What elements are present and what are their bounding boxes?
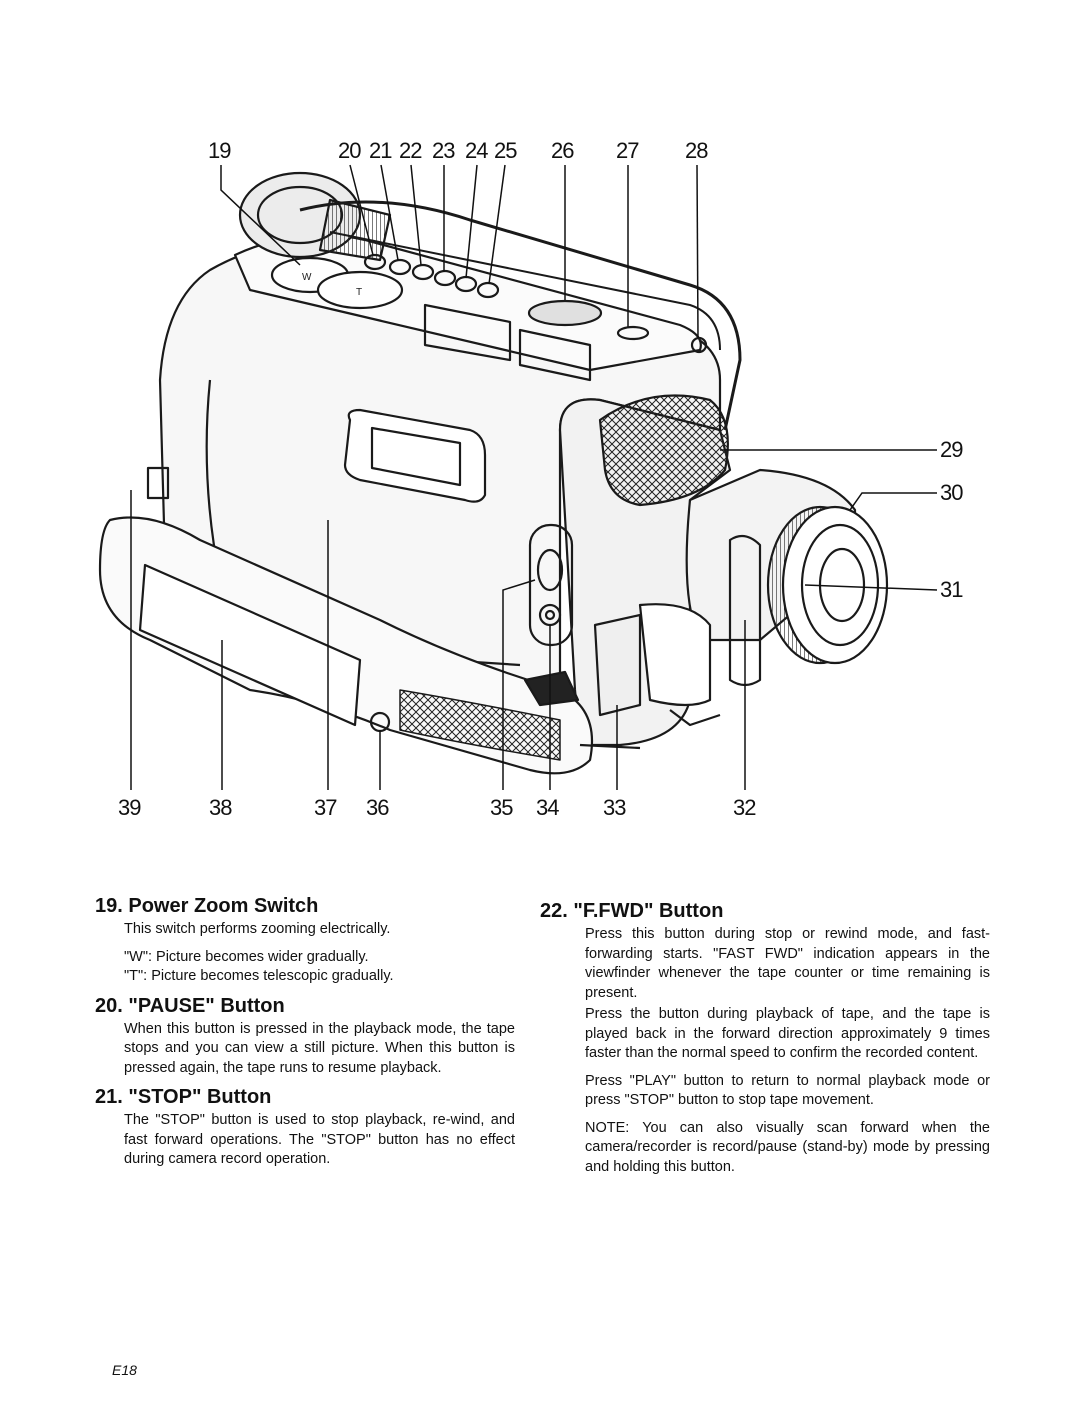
section-power-zoom-switch: 19. Power Zoom Switch This switch perfor… bbox=[95, 895, 515, 987]
section-title: "PAUSE" Button bbox=[128, 994, 285, 1017]
section-paragraph: This switch performs zooming electricall… bbox=[124, 921, 391, 937]
zoom-w-label: W bbox=[302, 272, 312, 283]
right-column: 22. "F.FWD" Button Press this button dur… bbox=[540, 900, 990, 1185]
callout-29: 29 bbox=[940, 437, 964, 462]
section-number: 19. bbox=[95, 895, 123, 917]
callout-25: 25 bbox=[494, 138, 518, 163]
section-paragraph: Press the button during playback of tape… bbox=[585, 1006, 990, 1061]
callout-39: 39 bbox=[118, 795, 142, 820]
callout-36: 36 bbox=[366, 795, 390, 820]
section-title: "F.FWD" Button bbox=[573, 900, 724, 922]
section-title: "STOP" Button bbox=[128, 1086, 272, 1108]
camcorder-diagram: W T bbox=[98, 138, 964, 820]
callout-23: 23 bbox=[432, 138, 456, 163]
callout-37: 37 bbox=[314, 795, 338, 820]
callout-35: 35 bbox=[490, 795, 514, 820]
callout-33: 33 bbox=[603, 795, 627, 820]
callout-21: 21 bbox=[369, 138, 393, 163]
zoom-t-label: T bbox=[356, 287, 362, 298]
callout-28: 28 bbox=[685, 138, 709, 163]
section-ffwd-button: 22. "F.FWD" Button Press this button dur… bbox=[540, 900, 990, 1177]
section-paragraph: "T": Picture becomes telescopic graduall… bbox=[124, 968, 394, 984]
callout-38: 38 bbox=[209, 795, 233, 820]
section-note: NOTE: You can also visually scan forward… bbox=[585, 1119, 990, 1175]
section-number: 21. bbox=[95, 1086, 123, 1108]
callout-19: 19 bbox=[208, 138, 232, 163]
section-number: 22. bbox=[540, 900, 568, 922]
section-heading: 22. "F.FWD" Button bbox=[540, 900, 990, 923]
section-heading: 20. "PAUSE" Button bbox=[95, 995, 515, 1018]
section-heading: 19. Power Zoom Switch bbox=[95, 895, 515, 918]
section-heading: 21. "STOP" Button bbox=[95, 1086, 515, 1109]
callout-20: 20 bbox=[338, 138, 362, 163]
callout-27: 27 bbox=[616, 138, 640, 163]
section-stop-button: 21. "STOP" Button The "STOP" button is u… bbox=[95, 1086, 515, 1170]
section-title: Power Zoom Switch bbox=[128, 895, 319, 917]
camcorder-illustration: W T bbox=[98, 164, 938, 790]
section-paragraph: "W": Picture becomes wider gradually. bbox=[124, 948, 369, 965]
section-paragraph: Press this button during stop or rewind … bbox=[585, 926, 990, 1001]
callout-24: 24 bbox=[465, 138, 489, 163]
callout-32: 32 bbox=[733, 795, 757, 820]
callout-30: 30 bbox=[940, 480, 964, 505]
section-paragraph: Press "PLAY" button to return to normal … bbox=[585, 1072, 990, 1109]
page-number: E18 bbox=[112, 1362, 137, 1378]
section-number: 20. bbox=[95, 994, 123, 1017]
section-paragraph: When this button is pressed in the playb… bbox=[124, 1020, 515, 1076]
left-column: 19. Power Zoom Switch This switch perfor… bbox=[95, 895, 515, 1178]
callout-26: 26 bbox=[551, 138, 575, 163]
section-paragraph: The "STOP" button is used to stop playba… bbox=[124, 1112, 515, 1167]
callout-31: 31 bbox=[940, 577, 964, 602]
callout-22: 22 bbox=[399, 138, 423, 163]
callout-34: 34 bbox=[536, 795, 560, 820]
section-pause-button: 20. "PAUSE" Button When this button is p… bbox=[95, 995, 515, 1079]
